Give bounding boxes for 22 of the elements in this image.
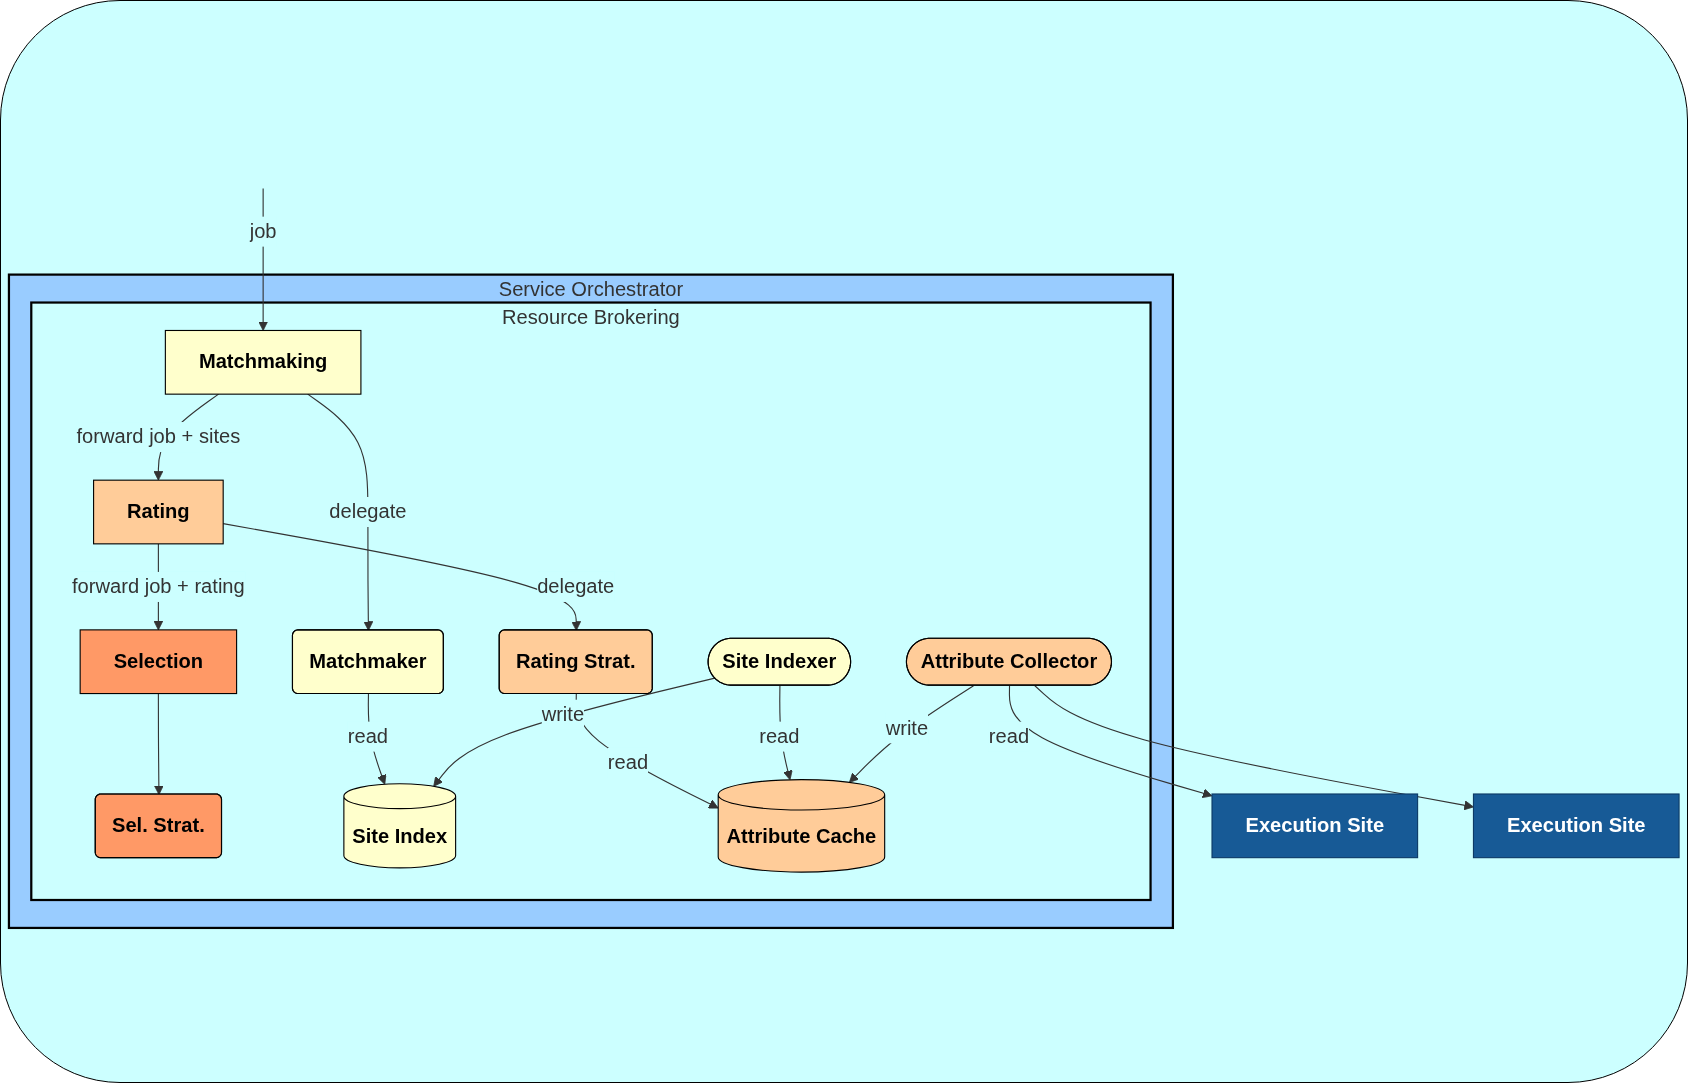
node-box: Execution Site (1211, 793, 1419, 859)
edge-label: forward job + rating (72, 575, 245, 598)
node-box: Selection (79, 629, 238, 695)
edge-label: read (607, 751, 649, 774)
edge-label: delegate (329, 500, 407, 523)
arrow (1034, 685, 1474, 811)
node-box: Rating (93, 479, 224, 545)
edge-label: write (541, 702, 585, 726)
node-box: Matchmaking (164, 329, 362, 395)
arrow (849, 685, 975, 783)
node-box: Execution Site (1472, 793, 1680, 859)
arrow (1008, 685, 1213, 799)
edge-label: job (249, 219, 277, 243)
edge-label: read (759, 724, 800, 748)
edge-label: forward job + sites (76, 425, 241, 448)
edge-label: read (347, 724, 389, 748)
edge-label: delegate (537, 575, 615, 598)
edge-label: read (988, 724, 1030, 748)
arrow (153, 693, 164, 795)
arrow (307, 393, 374, 631)
edge-label: write (885, 716, 929, 740)
arrow (433, 677, 716, 787)
